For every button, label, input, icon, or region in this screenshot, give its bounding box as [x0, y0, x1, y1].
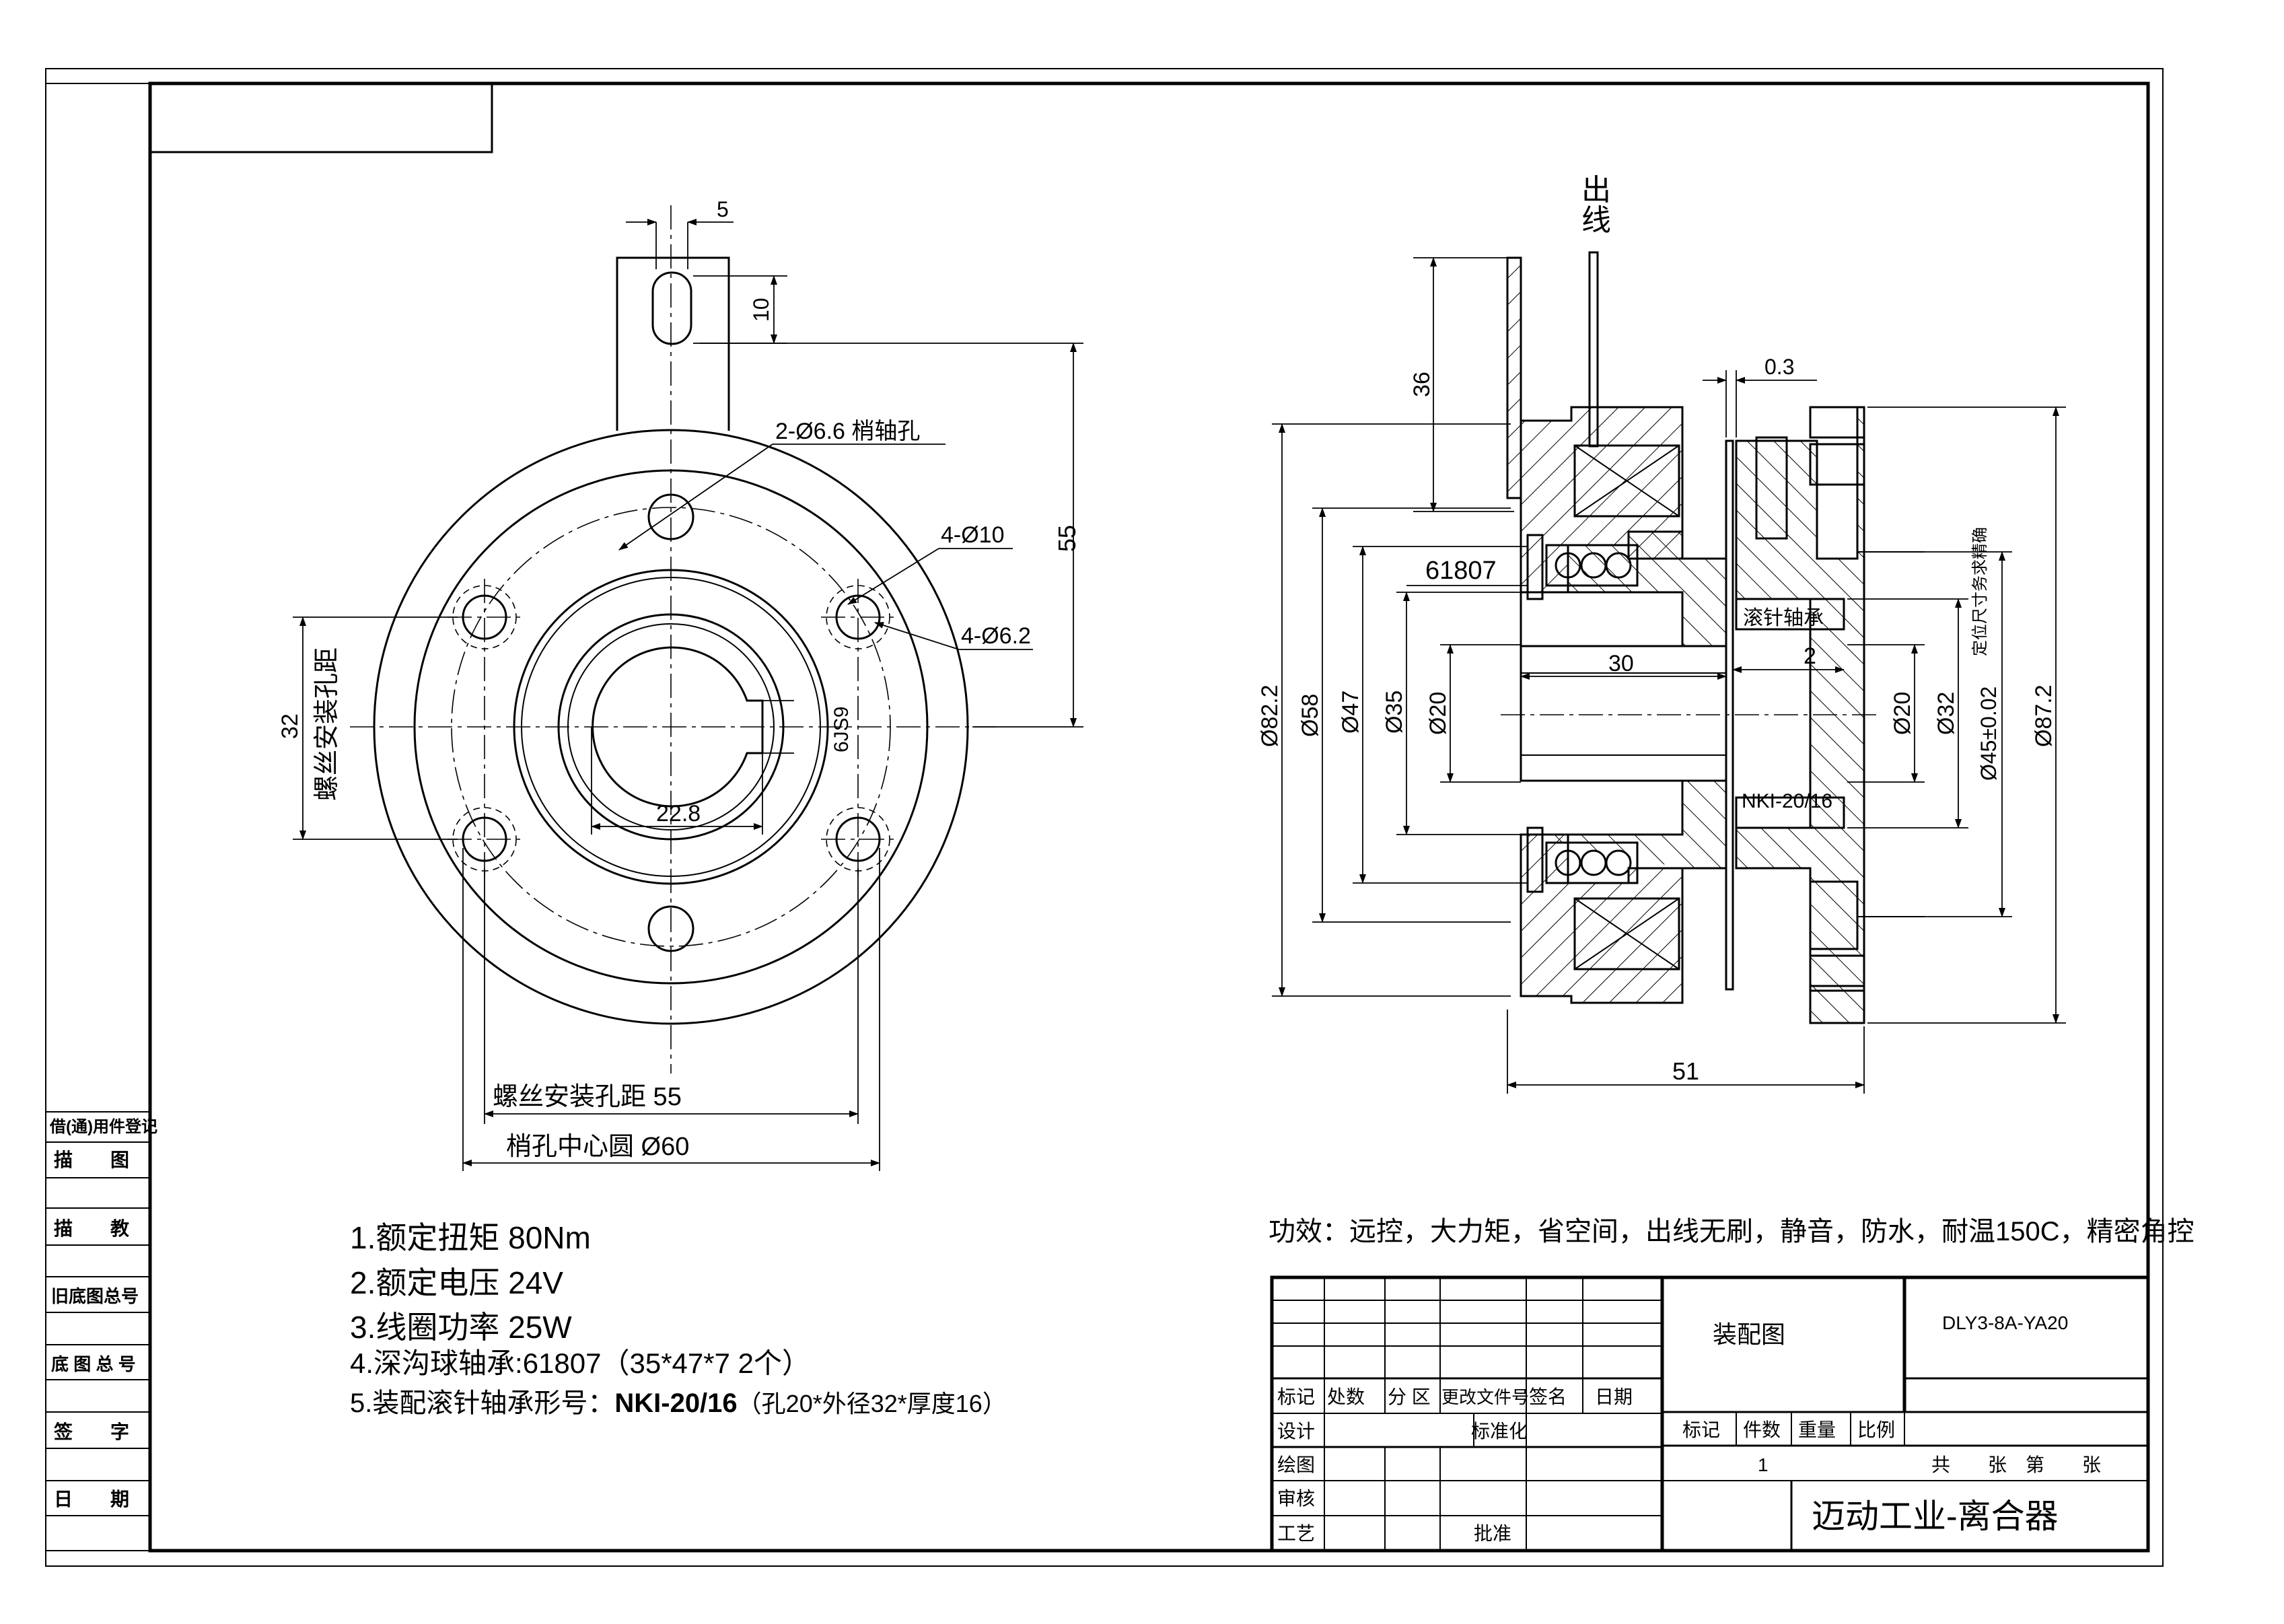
label-outlet-bottom: 线 [1581, 204, 1611, 237]
sidebar-row-date: 日 期 [54, 1489, 129, 1510]
wire-slot [651, 271, 692, 345]
tb-header-mark: 标记 [1277, 1386, 1315, 1407]
label-needle-bearing: 滚针轴承 [1743, 607, 1824, 629]
tb-sheets: 共 张 第 张 [1931, 1454, 2101, 1475]
corner-id-box [149, 82, 493, 153]
dim-hole-6-2: 4-Ø6.2 [961, 623, 1031, 649]
spec-torque: 1.额定扭矩 80Nm [350, 1220, 591, 1255]
tb-qty-value: 1 [1758, 1454, 1769, 1475]
spec-needle-bearing: 5.装配滚针轴承形号：NKI-20/16（孔20*外径32*厚度16） [350, 1388, 1007, 1418]
dim-screw-spacing-h: 螺丝安装孔距 55 [493, 1083, 682, 1111]
shaft-bore-keyway [592, 646, 764, 808]
tb-scale: 比例 [1857, 1419, 1895, 1440]
coil-lower [1573, 897, 1680, 970]
dim-dia-82: Ø82.2 [1257, 684, 1283, 747]
tb-process: 工艺 [1277, 1523, 1315, 1544]
outlet-wire [1588, 251, 1599, 448]
dim-dia-20-left: Ø20 [1425, 692, 1451, 735]
section-view: 出 线 36 0.3 61807 滚针轴承 NKI-20/16 30 2 51 [1257, 174, 2066, 1094]
tb-design: 设计 [1277, 1421, 1315, 1442]
spec-list: 1.额定扭矩 80Nm 2.额定电压 24V 3.线圈功率 25W 4.深沟球轴… [350, 1220, 1007, 1418]
needle-bearing-upper [1735, 598, 1845, 631]
label-bearing-61807: 61807 [1425, 557, 1497, 585]
sidebar-row-check: 描 教 [54, 1218, 129, 1239]
spec-voltage: 2.额定电压 24V [350, 1265, 563, 1300]
tb-draw: 绘图 [1277, 1454, 1315, 1475]
tb-drawing-type: 装配图 [1713, 1320, 1785, 1348]
sidebar-row-base-number: 底 图 总 号 [51, 1354, 136, 1374]
left-sidebar: 借(通)用件登记 描 图 描 教 旧底图总号 底 图 总 号 签 字 日 期 [46, 83, 157, 1551]
dim-51: 51 [1672, 1057, 1699, 1085]
title-block: 标记 处数 分 区 更改文件号 签名 日期 设计 标准化 绘图 审核 工艺 批准… [1270, 1275, 2150, 1553]
dim-slot-length: 10 [749, 297, 773, 322]
dim-key-depth: 22.8 [656, 801, 701, 826]
sheet-border [45, 68, 2164, 1567]
dim-dia-20-right: Ø20 [1890, 692, 1915, 735]
dim-height-55: 55 [1053, 525, 1081, 552]
dim-pin-holes: 2-Ø6.6 梢轴孔 [775, 419, 920, 444]
tb-weight: 重量 [1798, 1419, 1836, 1440]
dim-dia-45-note: 定位尺寸务求精确 [1971, 527, 1989, 656]
tb-qty: 件数 [1743, 1419, 1781, 1440]
needle-bearing-lower [1735, 796, 1845, 829]
dim-hole-10: 4-Ø10 [941, 522, 1005, 548]
label-outlet-top: 出 [1581, 174, 1611, 207]
tb-header-count: 处数 [1327, 1386, 1365, 1407]
sidebar-row-signature: 签 字 [54, 1421, 129, 1442]
wire-tab [616, 256, 730, 431]
dim-30: 30 [1608, 651, 1634, 676]
dim-pin-circle: 梢孔中心圆 Ø60 [506, 1133, 689, 1161]
dim-screw-spacing-v-value: 32 [277, 713, 303, 739]
tb-mark: 标记 [1682, 1419, 1720, 1440]
flange-plate-top [1506, 256, 1522, 499]
tb-review: 审核 [1277, 1488, 1315, 1509]
tb-standard: 标准化 [1471, 1421, 1528, 1442]
tb-company: 迈动工业-离合器 [1812, 1497, 2059, 1535]
dim-dia-47: Ø47 [1338, 691, 1363, 734]
dim-dia-58: Ø58 [1297, 694, 1323, 737]
ball-bearing-upper [1545, 544, 1639, 587]
ball-bearing-lower [1545, 841, 1639, 884]
dim-gap: 0.3 [1764, 355, 1794, 379]
front-view: 5 10 55 2-Ø6.6 梢轴孔 4-Ø10 4-Ø6.2 32 螺丝安装孔… [277, 197, 1083, 1171]
coil-upper [1573, 444, 1680, 518]
label-needle-model: NKI-20/16 [1742, 790, 1832, 812]
spec-power: 3.线圈功率 25W [350, 1310, 572, 1345]
dim-dia-32: Ø32 [1933, 692, 1959, 735]
dim-36: 36 [1409, 372, 1435, 397]
tb-part-number: DLY3-8A-YA20 [1942, 1312, 2068, 1333]
dim-slot-width: 5 [717, 197, 729, 221]
dim-2: 2 [1804, 643, 1816, 669]
sidebar-row-register: 借(通)用件登记 [49, 1118, 157, 1136]
tb-approve: 批准 [1474, 1523, 1511, 1544]
dim-dia-87: Ø87.2 [2031, 684, 2057, 747]
dim-screw-spacing-v-label: 螺丝安装孔距 [313, 647, 341, 801]
dim-key-width: 6JS9 [830, 707, 853, 752]
tb-header-sign: 签名 [1529, 1386, 1567, 1407]
dim-dia-35: Ø35 [1382, 691, 1407, 734]
sidebar-row-trace: 描 图 [54, 1150, 129, 1170]
feature-line: 功效：远控，大力矩，省空间，出线无刷，静音，防水，耐温150C，精密角控 [1269, 1217, 2194, 1246]
tb-header-change-doc: 更改文件号 [1441, 1387, 1529, 1407]
dim-dia-45: Ø45±0.02 [1976, 686, 2001, 781]
tb-header-zone: 分 区 [1388, 1386, 1431, 1407]
sidebar-row-old-number: 旧底图总号 [51, 1286, 139, 1306]
tb-header-date: 日期 [1595, 1386, 1633, 1407]
spec-bearing: 4.深沟球轴承:61807（35*47*7 2个） [350, 1347, 810, 1379]
